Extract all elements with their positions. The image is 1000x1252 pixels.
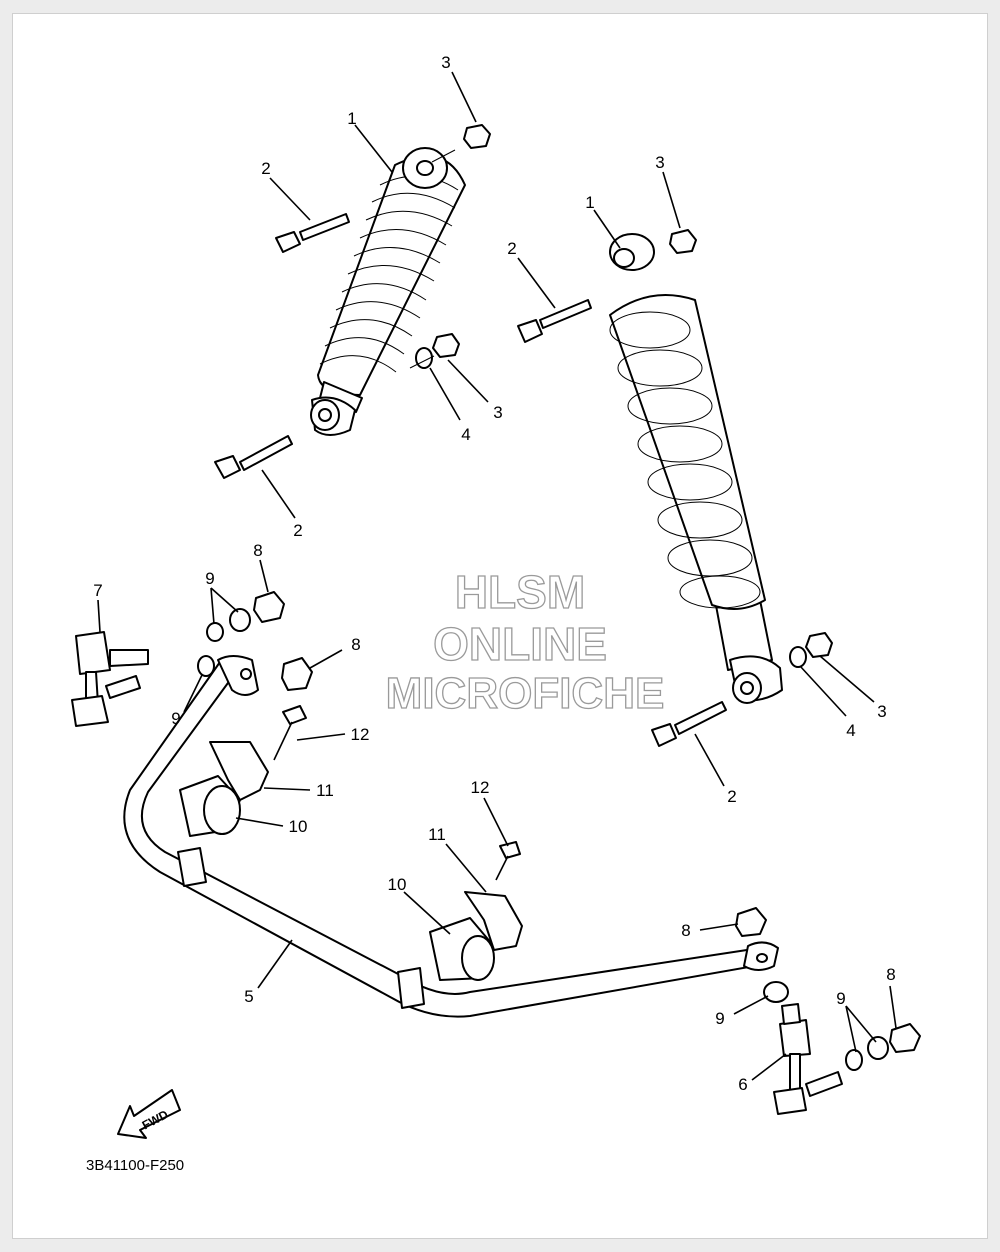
watermark-line-3: MICROFICHE <box>386 669 665 718</box>
callout-2-right-bottom: 2 <box>727 787 736 806</box>
leader-lines <box>97 71 897 1081</box>
callout-9-right-bottom: 9 <box>715 1009 724 1028</box>
callout-8-right-bottom: 8 <box>886 965 895 984</box>
callout-9-right-top: 9 <box>836 989 845 1008</box>
callout-9-left-bottom: 9 <box>171 709 180 728</box>
left-shock-absorber <box>310 147 466 436</box>
left-shock-hardware <box>214 124 491 479</box>
callout-9-left-top: 9 <box>205 569 214 588</box>
callout-12-right: 12 <box>471 778 490 797</box>
callout-4-left: 4 <box>461 425 470 444</box>
drawing-code: 3B41100-F250 <box>86 1157 184 1174</box>
callout-2-left-top: 2 <box>261 159 270 178</box>
callout-3-left-top: 3 <box>441 53 450 72</box>
callout-6: 6 <box>738 1075 747 1094</box>
callout-labels: 1 2 3 3 4 2 3 1 2 4 3 2 8 9 7 8 9 12 11 … <box>93 53 895 1094</box>
callout-2-left-bottom: 2 <box>293 521 302 540</box>
watermark-line-2: ONLINE <box>433 618 607 670</box>
callout-5: 5 <box>244 987 253 1006</box>
callout-4-right: 4 <box>846 721 855 740</box>
callout-3-left-bottom: 3 <box>493 403 502 422</box>
callout-12-left: 12 <box>351 725 370 744</box>
stabilizer-links <box>71 591 921 1115</box>
callout-8-right-top: 8 <box>681 921 690 940</box>
callout-10-right: 10 <box>388 875 407 894</box>
callout-8-left-top: 8 <box>253 541 262 560</box>
callout-3-right-top: 3 <box>655 153 664 172</box>
diagram-panel <box>12 13 988 1239</box>
watermark-line-1: HLSM <box>455 566 585 618</box>
callout-1-left: 1 <box>347 109 356 128</box>
callout-10-left: 10 <box>289 817 308 836</box>
callout-11-left: 11 <box>316 781 334 800</box>
callout-1-right: 1 <box>585 193 594 212</box>
right-shock-hardware <box>517 229 833 747</box>
stabilizer-bar <box>123 655 779 1018</box>
callout-11-right: 11 <box>428 825 446 844</box>
direction-arrow-icon: FWD <box>117 1089 181 1139</box>
right-shock-absorber <box>609 233 783 704</box>
callout-3-right-bottom: 3 <box>877 702 886 721</box>
callout-2-right-top: 2 <box>507 239 516 258</box>
callout-8-left-bottom: 8 <box>351 635 360 654</box>
callout-7: 7 <box>93 581 102 600</box>
watermark: HLSM ONLINE MICROFICHE <box>385 565 665 718</box>
stabilizer-bushings <box>179 705 523 981</box>
